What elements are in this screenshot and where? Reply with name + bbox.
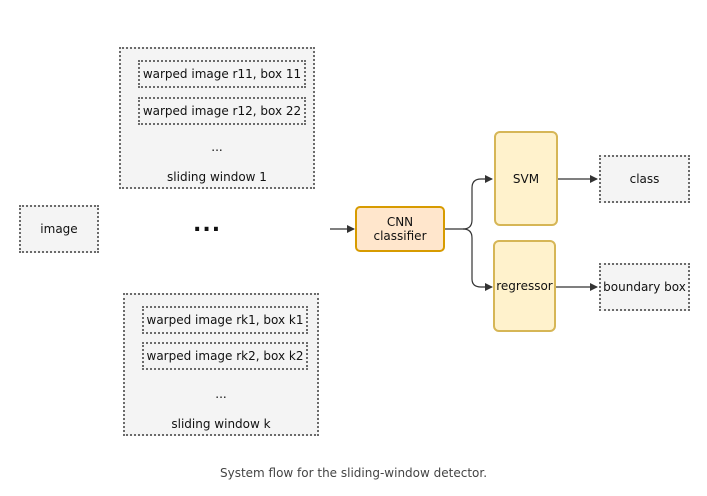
cnn-label-line2: classifier	[373, 229, 427, 243]
regressor-label: regressor	[496, 279, 553, 293]
image-node-label: image	[40, 222, 78, 236]
windowk-label: sliding window k	[171, 417, 271, 431]
windowk-item-1-label: warped image rk1, box k1	[146, 313, 304, 327]
windowk-item-2-label: warped image rk2, box k2	[146, 349, 304, 363]
windowk-item-2: warped image rk2, box k2	[142, 342, 308, 370]
svm-node: SVM	[494, 131, 558, 226]
svm-label: SVM	[512, 171, 540, 186]
figure-caption: System flow for the sliding-window detec…	[219, 466, 488, 480]
window1-item-2-label: warped image r12, box 22	[142, 104, 302, 118]
cnn-label-line1: CNN	[386, 215, 414, 229]
class-output-label: class	[629, 172, 660, 186]
windowk-item-1: warped image rk1, box k1	[142, 306, 308, 334]
arrow-cnn-to-regressor	[462, 228, 493, 291]
windows-ellipsis: ...	[193, 212, 222, 237]
window1-item-1: warped image r11, box 11	[138, 60, 306, 88]
boundary-box-output-node: boundary box	[599, 263, 690, 311]
window1-item-2: warped image r12, box 22	[138, 97, 306, 125]
class-output-node: class	[599, 155, 690, 203]
window1-item-1-label: warped image r11, box 11	[142, 67, 302, 81]
window1-label: sliding window 1	[167, 170, 267, 184]
regressor-node: regressor	[493, 240, 556, 332]
boundary-box-output-label: boundary box	[603, 280, 686, 294]
windowk-ellipsis: ...	[215, 387, 227, 401]
window1-ellipsis: ...	[211, 140, 223, 154]
image-node: image	[19, 205, 99, 253]
arrow-cnn-to-svm	[445, 175, 493, 230]
cnn-classifier-node: CNN classifier	[355, 206, 445, 252]
